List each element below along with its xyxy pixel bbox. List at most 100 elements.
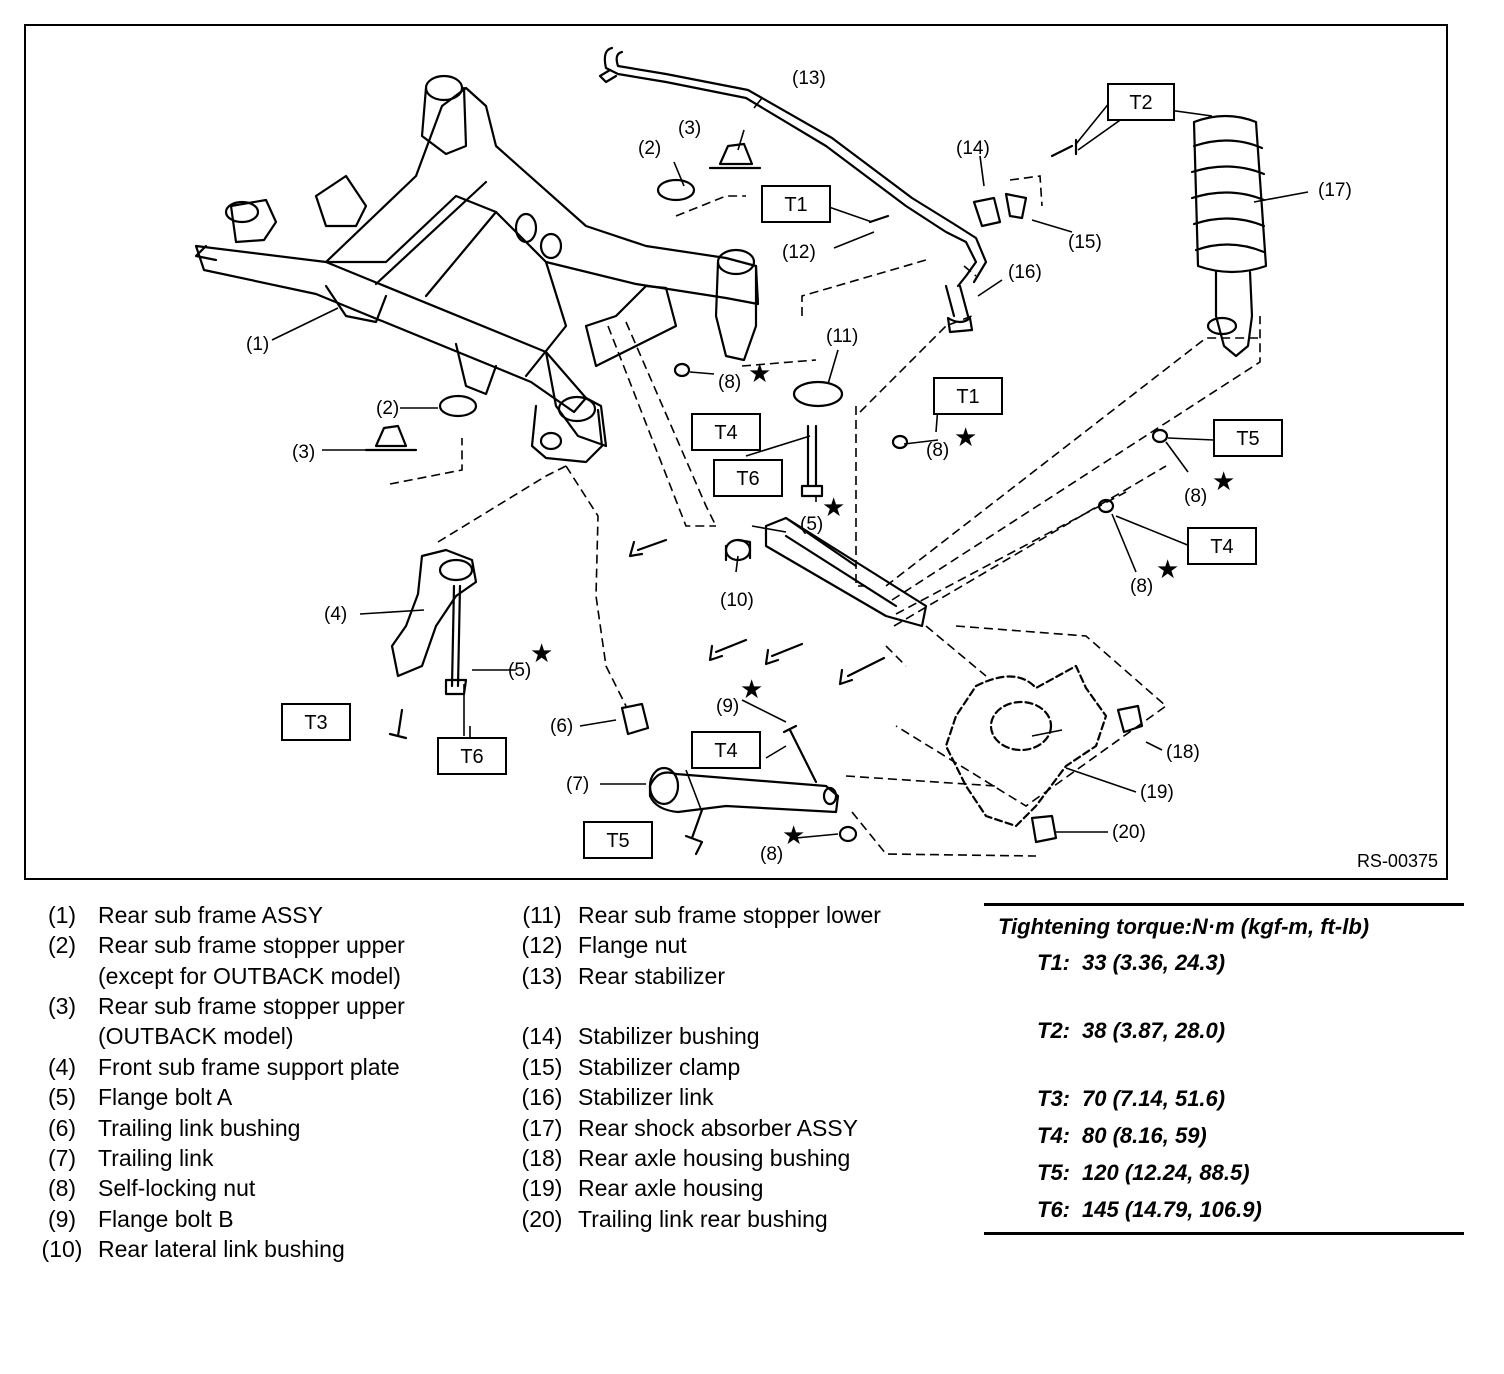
legend-item-text: Rear sub frame stopper upper(except for …: [98, 930, 405, 991]
torque-box: T4: [1187, 527, 1257, 565]
legend-item: (19) Rear axle housing: [506, 1173, 881, 1203]
svg-text:T6: T6: [736, 468, 759, 490]
torque-box: T6: [713, 459, 783, 497]
legend-item-text: Rear axle housing: [578, 1173, 763, 1203]
legend-item-number: (14): [521, 1023, 563, 1050]
svg-text:T4: T4: [714, 740, 737, 762]
legend-item-text: Rear shock absorber ASSY: [578, 1113, 858, 1143]
legend-item-text: Flange bolt B: [98, 1204, 234, 1234]
callout-2: (2): [638, 138, 661, 159]
legend-item: (6)Trailing link bushing: [26, 1113, 405, 1143]
callout-13: (13): [792, 68, 826, 89]
legend-item-text: Stabilizer link: [578, 1082, 714, 1112]
legend-item-text: Stabilizer bushing: [578, 1021, 760, 1051]
legend-item-line: Rear lateral link bushing: [98, 1235, 345, 1262]
tightening-torque-table: Tightening torque:N·m (kgf-m, ft-lb) T1:…: [984, 903, 1464, 1235]
legend-item-number: (4): [47, 1053, 77, 1080]
callout-5: (5): [508, 660, 531, 681]
legend-item-number: (11): [522, 902, 562, 928]
legend-item: (20) Trailing link rear bushing: [506, 1204, 881, 1234]
legend-item: (1)Rear sub frame ASSY: [26, 900, 405, 930]
rear-shock-absorber: [1190, 114, 1268, 358]
svg-text:T4: T4: [714, 422, 737, 444]
legend-item-line: Rear axle housing bushing: [578, 1144, 851, 1171]
assembly-lines: [389, 175, 1261, 857]
callout-3: (3): [292, 442, 315, 463]
torque-value: 38 (3.87, 28.0): [1082, 1018, 1226, 1043]
callout-8: (8): [1184, 486, 1207, 507]
torque-box: T5: [1213, 419, 1283, 457]
legend-item-text: Trailing link: [98, 1143, 213, 1173]
torque-box: T4: [691, 413, 761, 451]
legend-item-text: Rear sub frame stopper upper(OUTBACK mod…: [98, 991, 405, 1052]
diagram-frame: ★ ★ ★ ★ ★ ★ ★ ★ (1) (2) (2) (3) (3) (4) …: [24, 24, 1448, 880]
torque-value: 80 (8.16, 59): [1082, 1123, 1207, 1148]
legend-item-line: Flange nut: [578, 932, 687, 959]
legend-item-number: (19): [521, 1175, 563, 1202]
legend-item-text: Flange bolt A: [98, 1082, 232, 1112]
legend-item: (11) Rear sub frame stopper lower: [506, 900, 881, 930]
legend-item-line: Rear stabilizer: [578, 962, 725, 989]
legend-item-text: Trailing link rear bushing: [578, 1204, 828, 1234]
torque-row: T5:120 (12.24, 88.5): [984, 1154, 1464, 1191]
svg-text:★: ★: [530, 639, 553, 669]
svg-text:★: ★: [748, 359, 771, 389]
svg-text:T5: T5: [1236, 428, 1259, 450]
callout-14: (14): [956, 138, 990, 159]
legend-item: (5) Flange bolt A: [26, 1082, 405, 1112]
legend-item-number: (1): [47, 902, 77, 928]
leader-lines: [271, 97, 1309, 839]
legend-item-line: Flange bolt A: [98, 1084, 233, 1111]
legend-item-line: Rear sub frame stopper lower: [578, 902, 881, 928]
legend-item: (4) Front sub frame support plate: [26, 1052, 405, 1082]
svg-text:T6: T6: [460, 746, 483, 768]
legend-item-number: (18): [521, 1144, 563, 1171]
sub-frame-stopper-upper-right: [708, 142, 762, 170]
torque-table-heading: Tightening torque:N·m (kgf-m, ft-lb): [998, 914, 1370, 939]
callout-4: (4): [324, 604, 347, 625]
torque-value: 33 (3.36, 24.3): [1082, 950, 1226, 975]
torque-key: T6:: [1037, 1197, 1070, 1222]
legend-item: (7)Trailing link: [26, 1143, 405, 1173]
legend-item-number: (5): [47, 1084, 77, 1111]
legend-item-number: (3): [47, 993, 77, 1020]
torque-box: T1: [933, 377, 1003, 415]
legend-item-text: Rear stabilizer: [578, 961, 725, 1022]
torque-box: T2: [1107, 83, 1175, 121]
legend-item: (18) Rear axle housing bushing: [506, 1143, 881, 1173]
self-locking-nuts: [673, 362, 1169, 843]
svg-text:★: ★: [822, 493, 845, 523]
legend-item: (3) Rear sub frame stopper upper(OUTBACK …: [26, 991, 405, 1052]
legend-item: (2)Rear sub frame stopper upper(except f…: [26, 930, 405, 991]
torque-box: T3: [281, 703, 351, 741]
callout-15: (15): [1068, 232, 1102, 253]
torque-value: 120 (12.24, 88.5): [1082, 1160, 1250, 1185]
torque-key: T4:: [1037, 1123, 1070, 1148]
legend-item-text: Rear axle housing bushing: [578, 1143, 850, 1173]
torque-box: T6: [437, 737, 507, 775]
legend-item-number: (20): [521, 1205, 563, 1232]
torque-key: T1:: [1037, 950, 1070, 975]
callout-10: (10): [720, 590, 754, 611]
star-marks: ★ ★ ★ ★ ★ ★ ★ ★: [530, 359, 1235, 851]
legend-item-line: Rear axle housing: [578, 1175, 764, 1202]
legend-item-number: (8): [47, 1175, 77, 1202]
callout-7: (7): [566, 774, 589, 795]
rear-sub-frame: [194, 74, 760, 464]
stabilizer-bushing: [972, 192, 1028, 228]
torque-row: T6:145 (14.79, 106.9): [984, 1191, 1464, 1228]
sub-frame-stopper-upper-left: [364, 424, 418, 452]
front-sub-frame-support-plate: [390, 548, 478, 696]
legend-item-text: Trailing link bushing: [98, 1113, 300, 1143]
legend-item-line: Rear shock absorber ASSY: [578, 1114, 858, 1141]
callout-3: (3): [678, 118, 701, 139]
legend-item-line: Front sub frame support plate: [98, 1053, 400, 1080]
legend-item-text: Rear sub frame stopper lower: [578, 900, 881, 930]
torque-box: T4: [691, 731, 761, 769]
legend-item: (14) Stabilizer bushing: [506, 1021, 881, 1051]
figure-id: RS-00375: [1356, 851, 1438, 871]
trailing-link-bushing: [620, 702, 650, 736]
exploded-view-drawing: ★ ★ ★ ★ ★ ★ ★ ★ (1) (2) (2) (3) (3) (4) …: [194, 46, 1352, 865]
legend-item: (8)Self-locking nut: [26, 1173, 405, 1203]
torque-row: T3:70 (7.14, 51.6): [984, 1080, 1464, 1117]
